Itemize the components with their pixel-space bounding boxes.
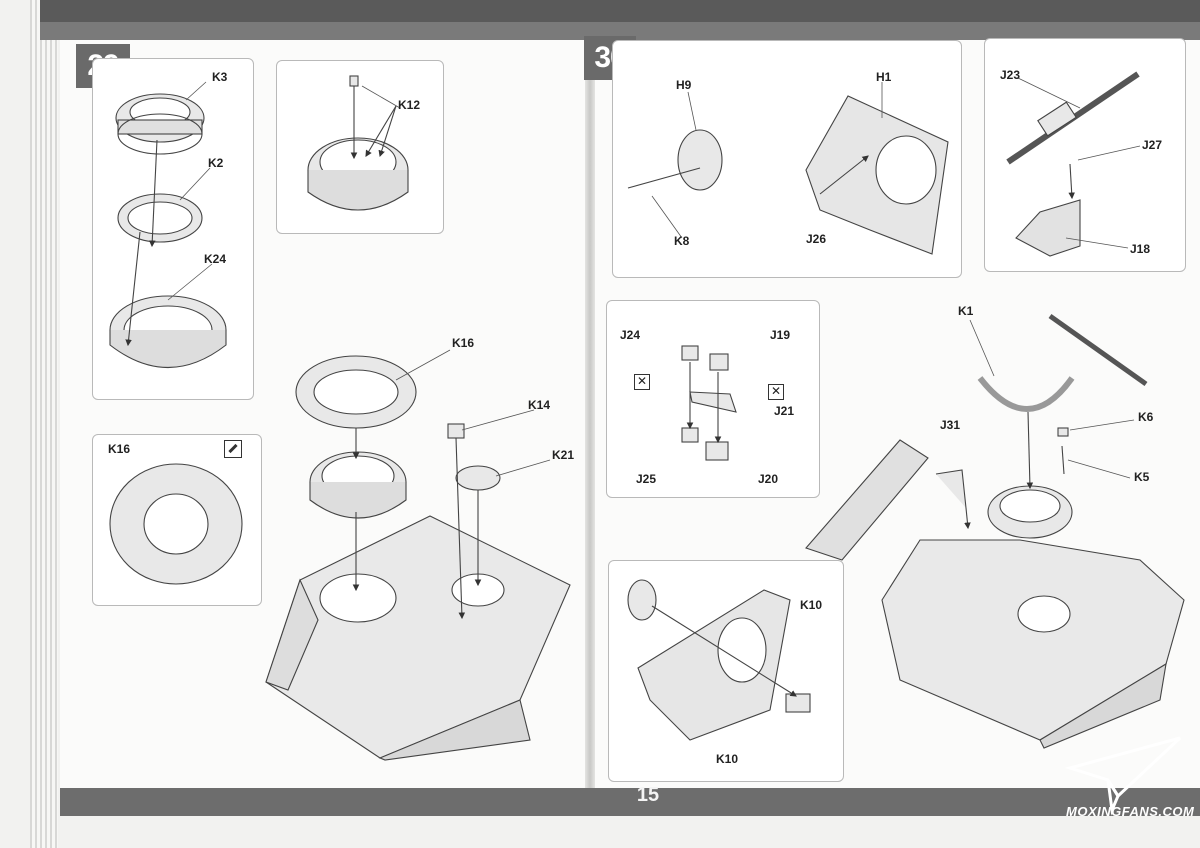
page-gutter: [585, 40, 595, 788]
label-k16: K16: [452, 336, 475, 350]
label-j20: J20: [758, 472, 779, 486]
label-k14: K14: [528, 398, 551, 412]
label-k2: K2: [208, 156, 224, 170]
cement-glue-icon: [224, 440, 242, 458]
label-h9: H9: [676, 78, 692, 92]
label-j18: J18: [1130, 242, 1151, 256]
label-k10-bottom: K10: [716, 752, 739, 766]
label-j23: J23: [1000, 68, 1021, 82]
watermark-text: MOXINGFANS.COM: [1066, 804, 1195, 819]
label-h1: H1: [876, 70, 892, 84]
label-j26: J26: [806, 232, 827, 246]
label-k3: K3: [212, 70, 228, 84]
page-number: 15: [636, 784, 660, 806]
label-k6: K6: [1138, 410, 1154, 424]
label-k24: K24: [204, 252, 227, 266]
booklet-page-edges: [30, 0, 58, 848]
label-j31: J31: [940, 418, 961, 432]
label-k1: K1: [958, 304, 974, 318]
remove-part-icon-right: ✕: [768, 384, 784, 400]
label-k8: K8: [674, 234, 690, 248]
top-band: [40, 0, 1200, 40]
label-k10-top: K10: [800, 598, 823, 612]
label-k5: K5: [1134, 470, 1150, 484]
remove-part-icon: ✕: [634, 374, 650, 390]
label-j19: J19: [770, 328, 791, 342]
panel-k16-detail: [92, 434, 262, 606]
panel-h9-h1: [612, 40, 962, 278]
label-j21: J21: [774, 404, 795, 418]
bottom-band: [60, 788, 1200, 816]
panel-k10: [608, 560, 844, 782]
label-k12: K12: [398, 98, 421, 112]
label-k16-detail: K16: [108, 442, 131, 456]
label-j27: J27: [1142, 138, 1163, 152]
label-j24: J24: [620, 328, 641, 342]
panel-k3-k2-k24: [92, 58, 254, 400]
label-j25: J25: [636, 472, 657, 486]
panel-k12: [276, 60, 444, 234]
label-k21: K21: [552, 448, 575, 462]
paper-plane-logo-icon: [1064, 736, 1182, 816]
